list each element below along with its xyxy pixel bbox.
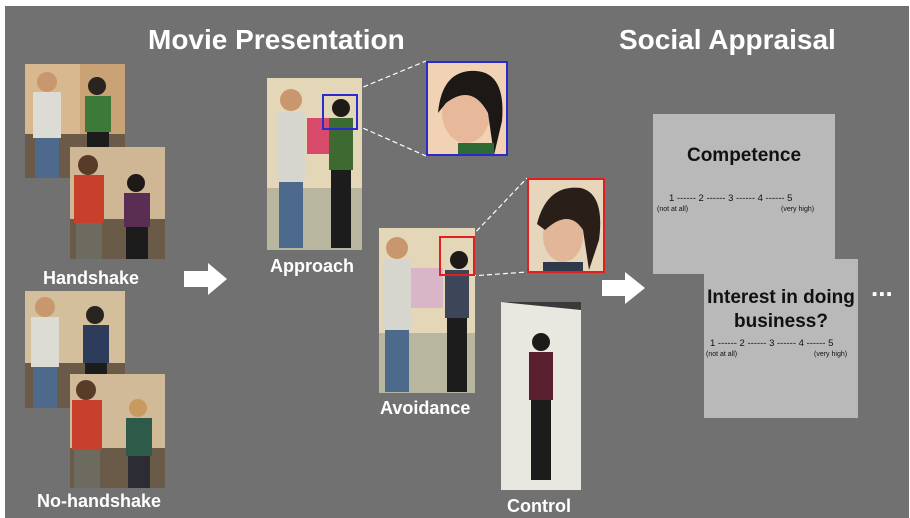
avoidance-label: Avoidance: [380, 398, 471, 418]
handshake-still-2: [70, 147, 165, 259]
avoidance-face-zoom: [527, 178, 605, 273]
handshake-label: Handshake: [43, 268, 140, 288]
more-ellipsis: ...: [871, 272, 893, 302]
movie-presentation-heading: Movie Presentation: [148, 24, 405, 55]
interest-title-line2: business?: [734, 311, 828, 332]
avoidance-movie-frame: [379, 228, 475, 393]
competence-title: Competence: [686, 145, 802, 166]
control-label: Control: [507, 496, 571, 516]
competence-high-anchor: (very high): [781, 206, 815, 213]
avoidance-highlight-box: [439, 236, 475, 276]
control-movie-frame: [501, 302, 581, 490]
diagram-canvas: Movie Presentation Social Appraisal Hand…: [5, 6, 909, 518]
interest-scale: 1 ------ 2 ------ 3 ------ 4 ------ 5: [710, 338, 834, 349]
interest-rating-card: Interest in doing business? 1 ------ 2 -…: [704, 259, 858, 418]
social-appraisal-heading: Social Appraisal: [619, 24, 836, 55]
no-handshake-label: No-handshake: [37, 491, 162, 511]
approach-movie-frame: [267, 78, 362, 250]
approach-label: Approach: [270, 256, 355, 276]
interest-title-line1: Interest in doing: [707, 287, 855, 308]
no-handshake-still-2: [70, 374, 165, 488]
arrow-right-icon: [602, 272, 645, 304]
competence-low-anchor: (not at all): [657, 206, 689, 213]
competence-scale: 1 ------ 2 ------ 3 ------ 4 ------ 5: [669, 193, 793, 204]
interest-low-anchor: (not at all): [706, 351, 738, 358]
approach-face-zoom: [426, 61, 508, 156]
arrow-right-icon: [184, 263, 227, 295]
approach-highlight-box: [322, 94, 358, 130]
competence-rating-card: Competence 1 ------ 2 ------ 3 ------ 4 …: [653, 114, 835, 274]
interest-high-anchor: (very high): [814, 351, 848, 358]
